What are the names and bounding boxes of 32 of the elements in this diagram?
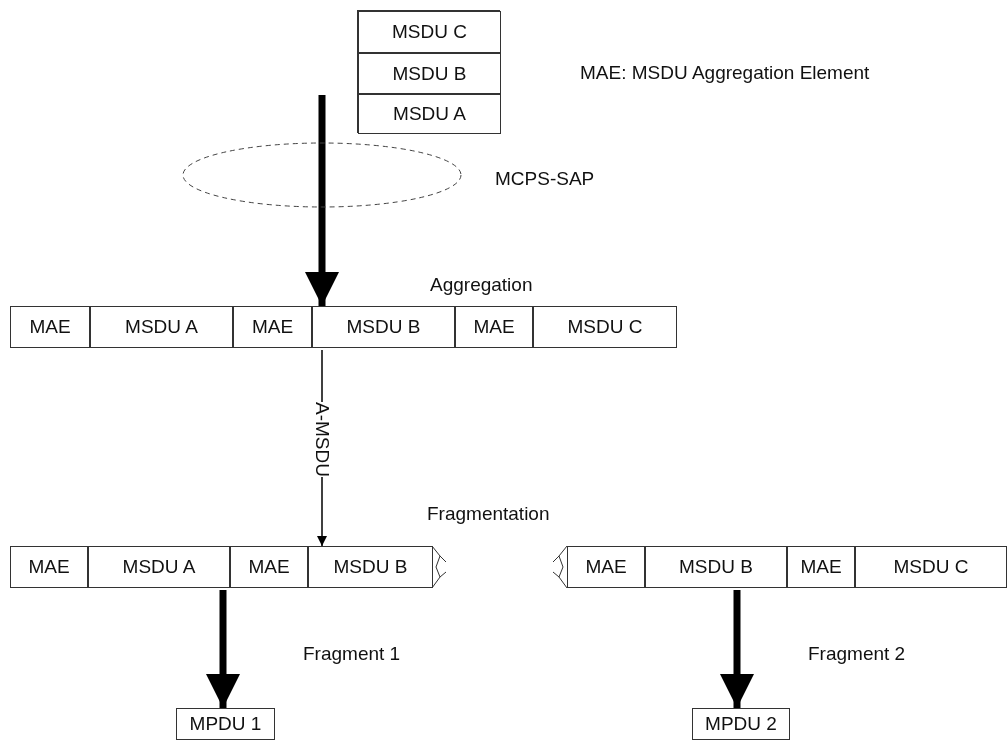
field-cell: MAE (567, 546, 645, 588)
annotation-label: MCPS-SAP (495, 168, 595, 190)
interface-ellipse (182, 142, 462, 208)
field-cell: MSDU C (533, 306, 677, 348)
legend-note: MAE: MSDU Aggregation Element (580, 62, 870, 84)
field-cell: MSDU B (645, 546, 787, 588)
field-cell: MAE (10, 306, 90, 348)
field-cell: MSDU C (855, 546, 1007, 588)
field-cell: MAE (230, 546, 308, 588)
field-cell: MSDU A (358, 94, 501, 134)
arrow (720, 590, 754, 708)
field-cell: MAE (233, 306, 312, 348)
stack-frame (357, 10, 500, 133)
annotation-label: Aggregation (430, 274, 533, 296)
field-cell: MAE (10, 546, 88, 588)
field-cell: MPDU 1 (176, 708, 275, 740)
field-cell: MAE (455, 306, 533, 348)
field-cell: MSDU A (90, 306, 233, 348)
arrow (206, 590, 240, 708)
frame-row (10, 546, 446, 588)
frame-row (10, 306, 677, 348)
edge-label: Fragment 1 (303, 643, 401, 665)
field-cell: MSDU B (308, 546, 433, 588)
field-cell: MPDU 2 (692, 708, 790, 740)
field-cell: MSDU C (358, 11, 501, 53)
annotation-label: Fragmentation (427, 503, 550, 525)
field-cell: MSDU B (312, 306, 455, 348)
frame-row (553, 546, 1007, 588)
field-cell: MSDU A (88, 546, 230, 588)
field-cell: MAE (787, 546, 855, 588)
edge-label: Fragment 2 (808, 643, 906, 665)
field-cell: MSDU B (358, 53, 501, 94)
